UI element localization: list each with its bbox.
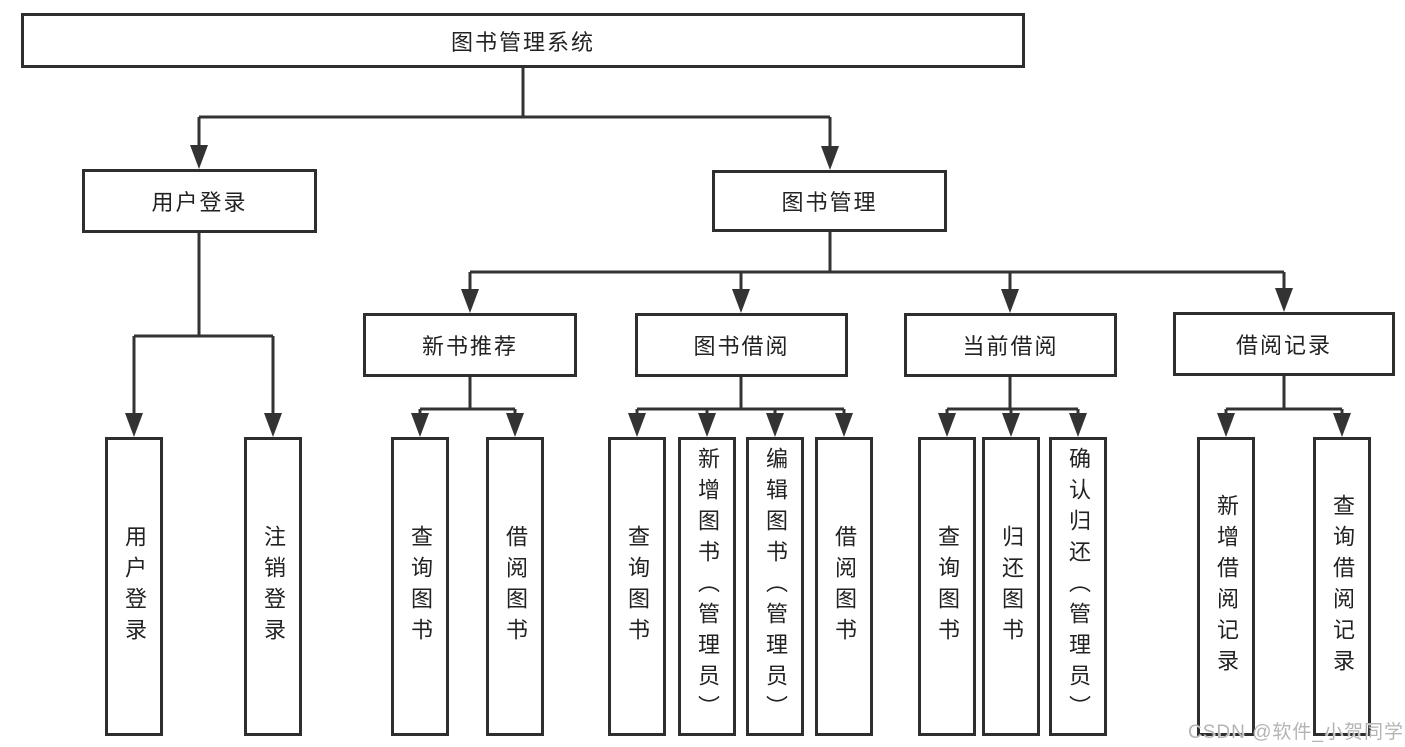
node-user-login: 用户登录 bbox=[82, 169, 317, 233]
node-borrowing-records: 借阅记录 bbox=[1173, 312, 1395, 376]
node-leaf-add-borrow-record: 新增借阅记录 bbox=[1197, 437, 1255, 736]
node-leaf-return-books: 归还图书 bbox=[982, 437, 1040, 736]
node-leaf-search-books-borrowing: 查询图书 bbox=[608, 437, 666, 736]
node-label: 新增图书（管理员） bbox=[695, 447, 720, 726]
node-label: 注销登录 bbox=[261, 524, 286, 649]
node-leaf-search-borrow-record: 查询借阅记录 bbox=[1313, 437, 1371, 736]
node-book-borrowing: 图书借阅 bbox=[635, 313, 848, 377]
node-current-borrowing: 当前借阅 bbox=[904, 313, 1117, 377]
node-library-management-system: 图书管理系统 bbox=[21, 13, 1025, 68]
node-leaf-user-login: 用户登录 bbox=[105, 437, 163, 736]
node-leaf-logout-login: 注销登录 bbox=[244, 437, 302, 736]
node-leaf-search-books-current: 查询图书 bbox=[918, 437, 976, 736]
node-leaf-borrow-books-borrowing: 借阅图书 bbox=[815, 437, 873, 736]
node-label: 借阅图书 bbox=[503, 524, 528, 649]
node-leaf-borrow-books-recommend: 借阅图书 bbox=[486, 437, 544, 736]
node-label: 归还图书 bbox=[999, 524, 1024, 649]
node-label: 查询图书 bbox=[625, 524, 650, 649]
csdn-watermark: CSDN @软件_小贺同学 bbox=[1188, 722, 1404, 743]
node-leaf-confirm-return-admin: 确认归还（管理员） bbox=[1049, 437, 1107, 736]
node-label: 查询图书 bbox=[935, 524, 960, 649]
node-label: 确认归还（管理员） bbox=[1066, 447, 1091, 726]
node-book-management: 图书管理 bbox=[712, 170, 947, 232]
node-label: 用户登录 bbox=[122, 524, 147, 649]
node-new-book-recommendation: 新书推荐 bbox=[363, 313, 577, 377]
node-leaf-search-books-recommend: 查询图书 bbox=[391, 437, 449, 736]
node-label: 查询图书 bbox=[408, 524, 433, 649]
node-leaf-edit-books-admin: 编辑图书（管理员） bbox=[746, 437, 804, 736]
node-label: 编辑图书（管理员） bbox=[763, 447, 788, 726]
node-label: 新增借阅记录 bbox=[1214, 493, 1239, 680]
node-label: 借阅图书 bbox=[832, 524, 857, 649]
node-leaf-add-books-admin: 新增图书（管理员） bbox=[678, 437, 736, 736]
node-label: 查询借阅记录 bbox=[1330, 493, 1355, 680]
